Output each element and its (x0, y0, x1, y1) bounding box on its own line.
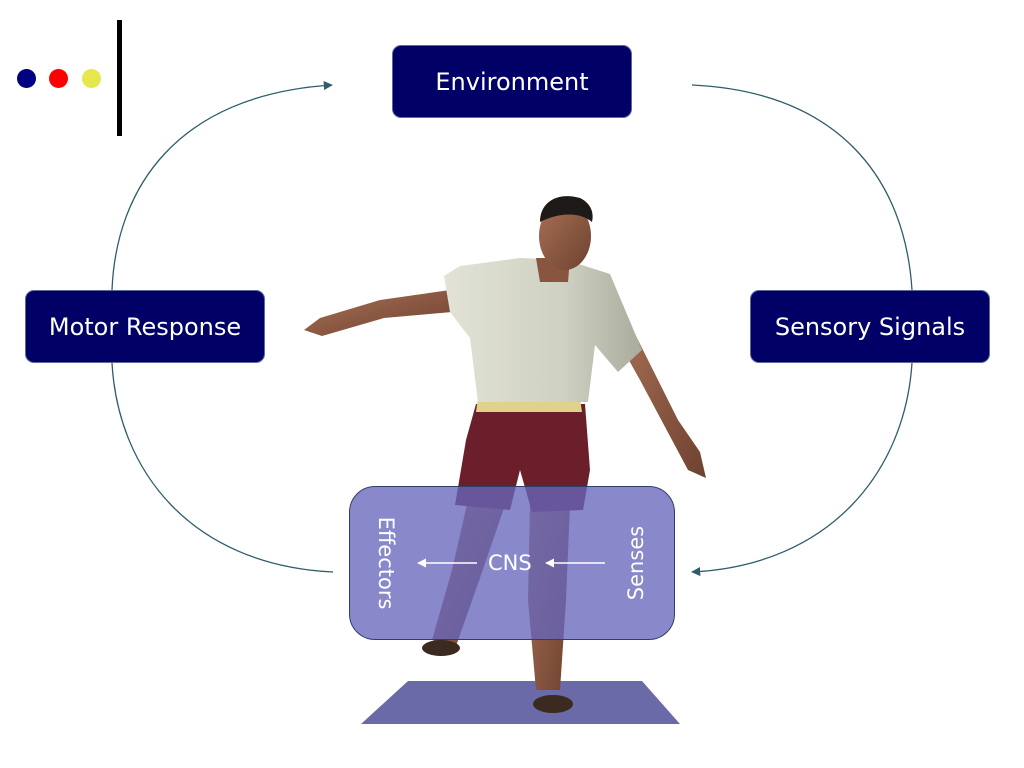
cns-panel (349, 486, 675, 640)
environment-label: Environment (435, 67, 589, 96)
arc-sensory-to-cns (691, 362, 913, 577)
arc-motor-to-environment (111, 80, 333, 291)
sensory-signals-label: Sensory Signals (774, 312, 966, 341)
arc-environment-to-sensory (691, 84, 913, 291)
arc-cns-to-motor (111, 362, 334, 573)
logo-dot-yellow (82, 69, 101, 88)
motor-response-box: Motor Response (25, 290, 265, 363)
effectors-label: Effectors (374, 516, 398, 610)
environment-box: Environment (392, 45, 632, 118)
motor-response-label: Motor Response (48, 312, 242, 341)
senses-label: Senses (624, 525, 648, 601)
logo-divider (117, 20, 122, 136)
logo-dot-blue (17, 69, 36, 88)
cns-label: CNS (488, 551, 532, 575)
logo-dot-red (49, 69, 68, 88)
floor-plate (361, 681, 680, 724)
sensory-signals-box: Sensory Signals (750, 290, 990, 363)
